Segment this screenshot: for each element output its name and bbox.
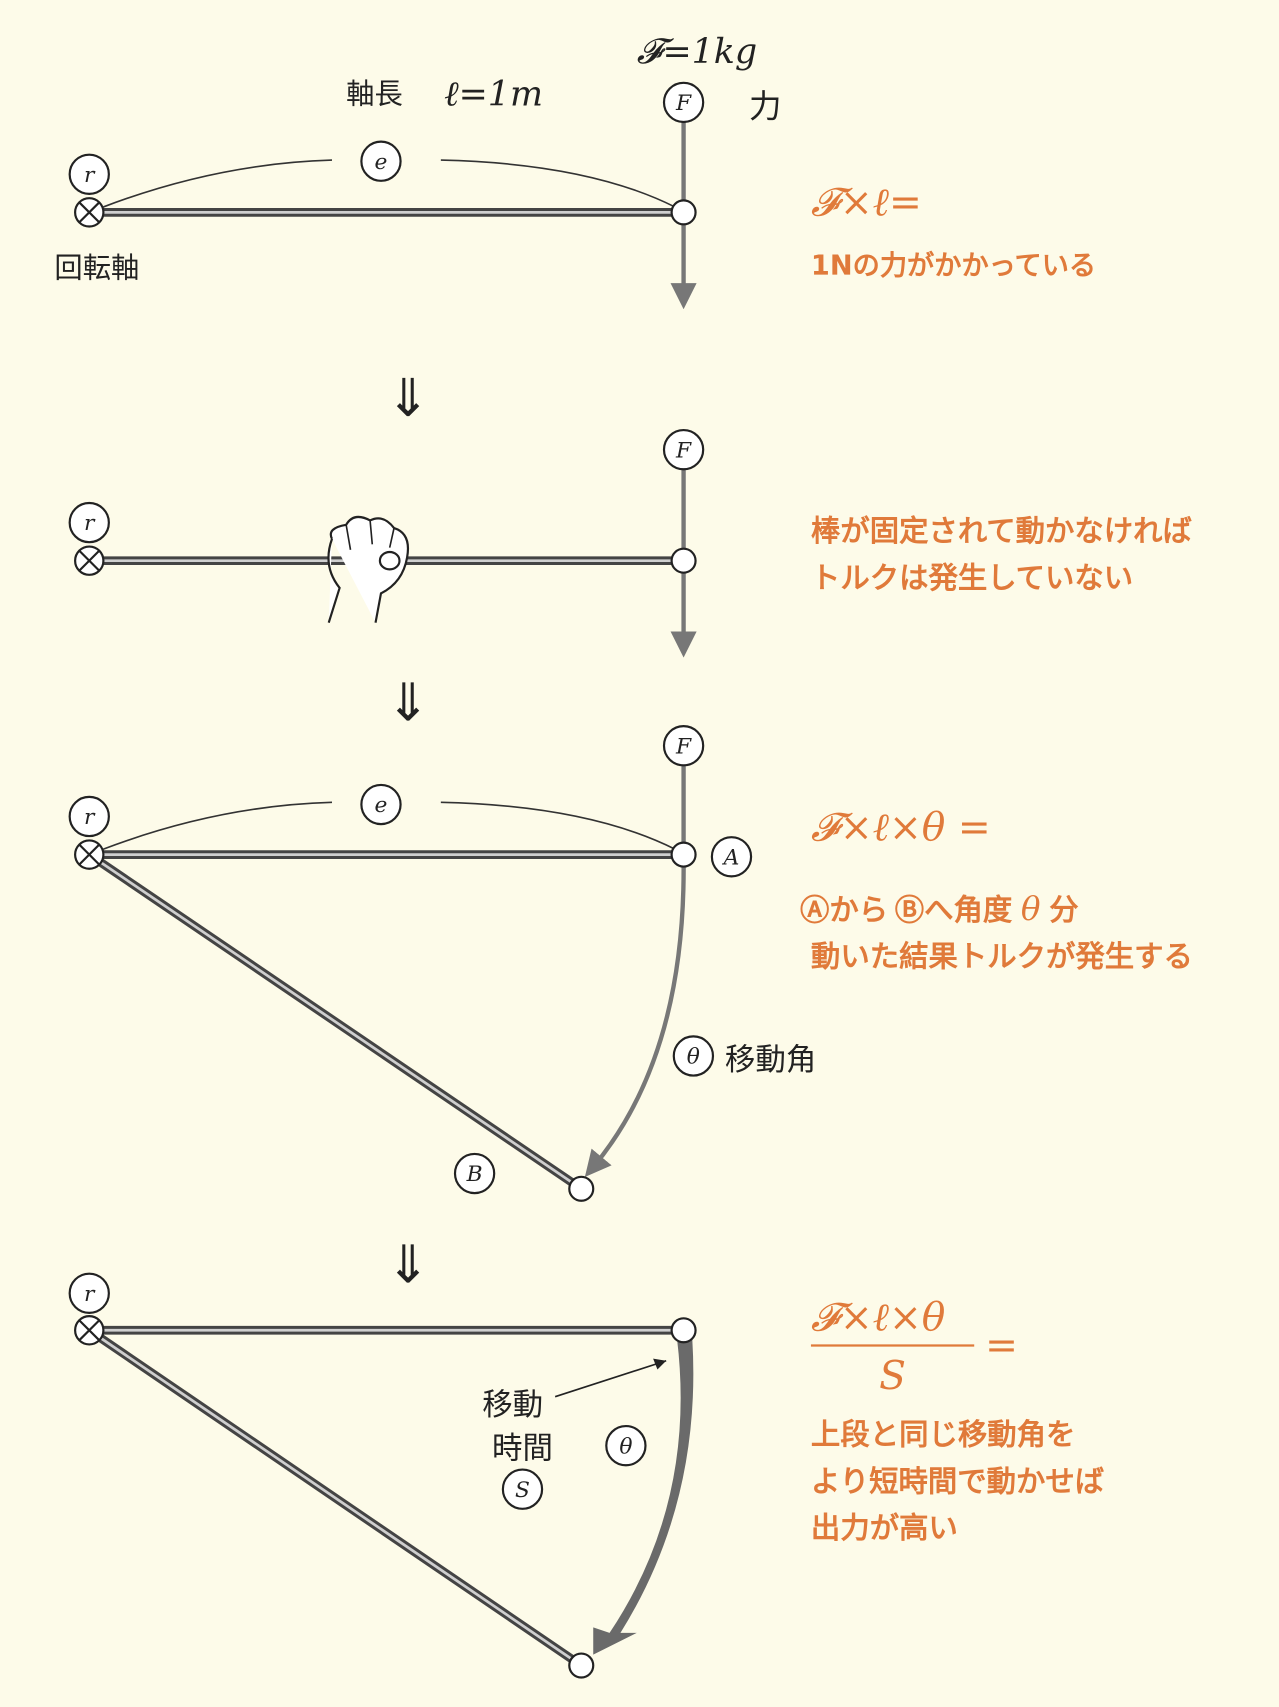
formula-1: 𝓕×ℓ= <box>811 181 922 226</box>
f-label: F <box>675 734 692 759</box>
rod-end <box>670 199 697 226</box>
formula-3: 𝓕×ℓ×θ = <box>811 805 991 850</box>
panel-1: 𝓕=1kg 力 軸長 ℓ=1m r e F 回転軸 𝓕×ℓ= 1Nの力がかかって… <box>54 32 1096 310</box>
fast-rotation-arrow <box>593 1338 694 1655</box>
theta-label: θ <box>619 1434 632 1459</box>
r-label: r <box>84 511 96 536</box>
rotation-arrow <box>584 860 686 1178</box>
panel-2: r F 棒が固定されて動かなければ トルクは発生していない <box>68 428 1193 658</box>
f-label: F <box>675 91 692 116</box>
note-3-line-2: 動いた結果トルクが発生する <box>811 940 1193 974</box>
panel-4: r 移動 時間 S θ 𝓕×ℓ×θ = S 上段と同じ移動角を より短時間で動か… <box>68 1272 1105 1679</box>
pivot-label: 回転軸 <box>54 252 139 285</box>
e-label: e <box>375 793 388 818</box>
note-1: 1Nの力がかかっている <box>811 249 1096 281</box>
pivot-icon <box>74 197 105 228</box>
angle-label: 移動角 <box>725 1043 816 1078</box>
r-label: r <box>84 805 96 830</box>
note-2-line-2: トルクは発生していない <box>811 561 1133 595</box>
s-label: S <box>515 1478 530 1503</box>
time-label-2: 時間 <box>492 1432 553 1467</box>
note-4-line-3: 出力が高い <box>811 1511 958 1545</box>
pivot-icon <box>74 1315 105 1346</box>
length-arc <box>103 801 676 850</box>
note-2-line-1: 棒が固定されて動かなければ <box>811 514 1193 548</box>
theta-label: θ <box>687 1045 700 1070</box>
down-arrow-icon: ⇓ <box>386 369 430 429</box>
formula-denominator: S <box>879 1354 906 1399</box>
formula-numerator: 𝓕×ℓ×θ <box>811 1295 945 1340</box>
r-label: r <box>84 163 96 188</box>
time-pointer <box>554 1359 667 1398</box>
force-unit: 力 <box>749 88 782 126</box>
length-label: 軸長 <box>346 78 403 111</box>
a-label: A <box>722 845 740 870</box>
e-label: e <box>375 150 388 175</box>
b-label: B <box>466 1162 483 1187</box>
formula-equals: = <box>985 1324 1018 1369</box>
r-label: r <box>84 1282 96 1307</box>
force-label: 𝓕=1kg <box>637 32 757 72</box>
f-label: F <box>675 438 692 463</box>
length-value: ℓ=1m <box>444 75 543 115</box>
length-arc <box>103 159 676 208</box>
hand-icon <box>327 515 410 624</box>
time-label-1: 移動 <box>482 1388 543 1423</box>
pivot-icon <box>74 545 105 576</box>
note-4-line-1: 上段と同じ移動角を <box>811 1418 1075 1452</box>
down-arrow-icon: ⇓ <box>386 674 430 734</box>
pivot-icon <box>74 839 105 870</box>
note-4-line-2: より短時間で動かせば <box>811 1464 1105 1498</box>
down-arrow-icon: ⇓ <box>386 1235 430 1295</box>
